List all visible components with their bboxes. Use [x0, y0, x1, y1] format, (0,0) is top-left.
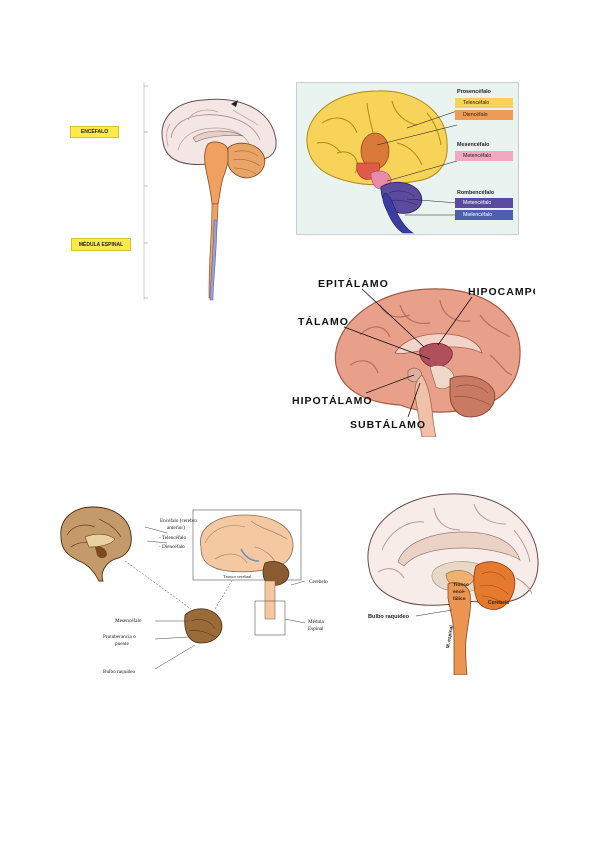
encefalo-tag: ENCÉFALO	[70, 126, 119, 138]
diencefalo-swatch	[455, 110, 513, 120]
metencefalo-swatch	[455, 198, 513, 208]
metencefalo-label: Metencéfalo	[463, 200, 492, 206]
medula-espinal-tag: MÉDULA ESPINAL	[71, 238, 131, 251]
mesencefalo-item-label: Metencéfalo	[463, 153, 492, 159]
bulbo-raquideo-label: Bulbo raquídeo	[368, 614, 410, 620]
protuberancia-label: Protuberancia o	[103, 634, 136, 640]
encefalo-part-label-2: anterior)	[167, 525, 185, 531]
panel-thalamic-regions: EPITÁLAMO HIPOCAMPO TÁLAMO HIPOTÁLAMO SU…	[290, 275, 535, 437]
hipocampo-label: HIPOCAMPO	[468, 286, 535, 298]
panel-encephalon-parts: Encéfalo (cerebro anterior) - Telencéfal…	[55, 497, 360, 685]
panel-brainstem-cerebellum: Tronco encé- fálico Cerebelo Bulbo raquí…	[364, 490, 544, 675]
hipotalamo-label: HIPOTÁLAMO	[292, 395, 373, 407]
tronco-encefalico-label-1: Tronco	[453, 583, 469, 588]
tronco-encefalico-label-3: fálico	[453, 597, 466, 602]
tronco-encefalico-label-2: encé-	[453, 590, 466, 595]
brain-spinal-cord-illustration	[143, 82, 277, 301]
telencefalo-part-label: - Telencéfalo	[159, 535, 187, 541]
panel-brain-spinal-cord: ENCÉFALO MÉDULA ESPINAL	[68, 80, 290, 305]
rombencefalo-title: Rombencéfalo	[457, 190, 495, 196]
mesencefalo-swatch	[455, 151, 513, 161]
mielencefalo-label: Mielencéfalo	[463, 212, 493, 218]
brainstem-cerebellum-illustration	[367, 493, 539, 675]
encephalon-parts-illustration	[60, 506, 306, 670]
talamo-label: TÁLAMO	[298, 316, 349, 328]
subtalamo-label: SUBTÁLAMO	[350, 419, 427, 431]
diencefalo-part-label: - Diencéfalo	[159, 544, 185, 550]
telencefalo-label: Telencéfalo	[463, 100, 490, 106]
mielencefalo-swatch	[455, 210, 513, 220]
diencefalo-label: Diencéfalo	[463, 112, 488, 118]
brain-divisions-illustration	[306, 90, 458, 234]
mesencefalo-title: Mesencéfalo	[457, 142, 490, 148]
mesencefalo-part-label: Mesencéfalo	[115, 618, 142, 624]
medula-part-label: Médula	[308, 619, 324, 625]
cerebelo-part-label: Cerebelo	[309, 579, 328, 585]
cerebelo-label: Cerebelo	[488, 600, 510, 606]
bulbo-raquideo-part-label: Bulbo raquídeo	[103, 669, 136, 675]
panel-brain-divisions: Prosencéfalo Telencéfalo Diencéfalo Mese…	[296, 82, 519, 235]
prosencefalo-title: Prosencéfalo	[457, 89, 491, 95]
medula-part-label-2: Espinal	[308, 626, 324, 632]
protuberancia-label-2: puente	[115, 641, 129, 647]
tronco-cerebral-label: Tronco cerebral	[223, 574, 252, 579]
thalamic-regions-illustration	[334, 288, 521, 437]
telencefalo-swatch	[455, 98, 513, 108]
encefalo-part-label: Encéfalo (cerebro	[160, 518, 198, 524]
epitalamo-label: EPITÁLAMO	[318, 278, 389, 290]
